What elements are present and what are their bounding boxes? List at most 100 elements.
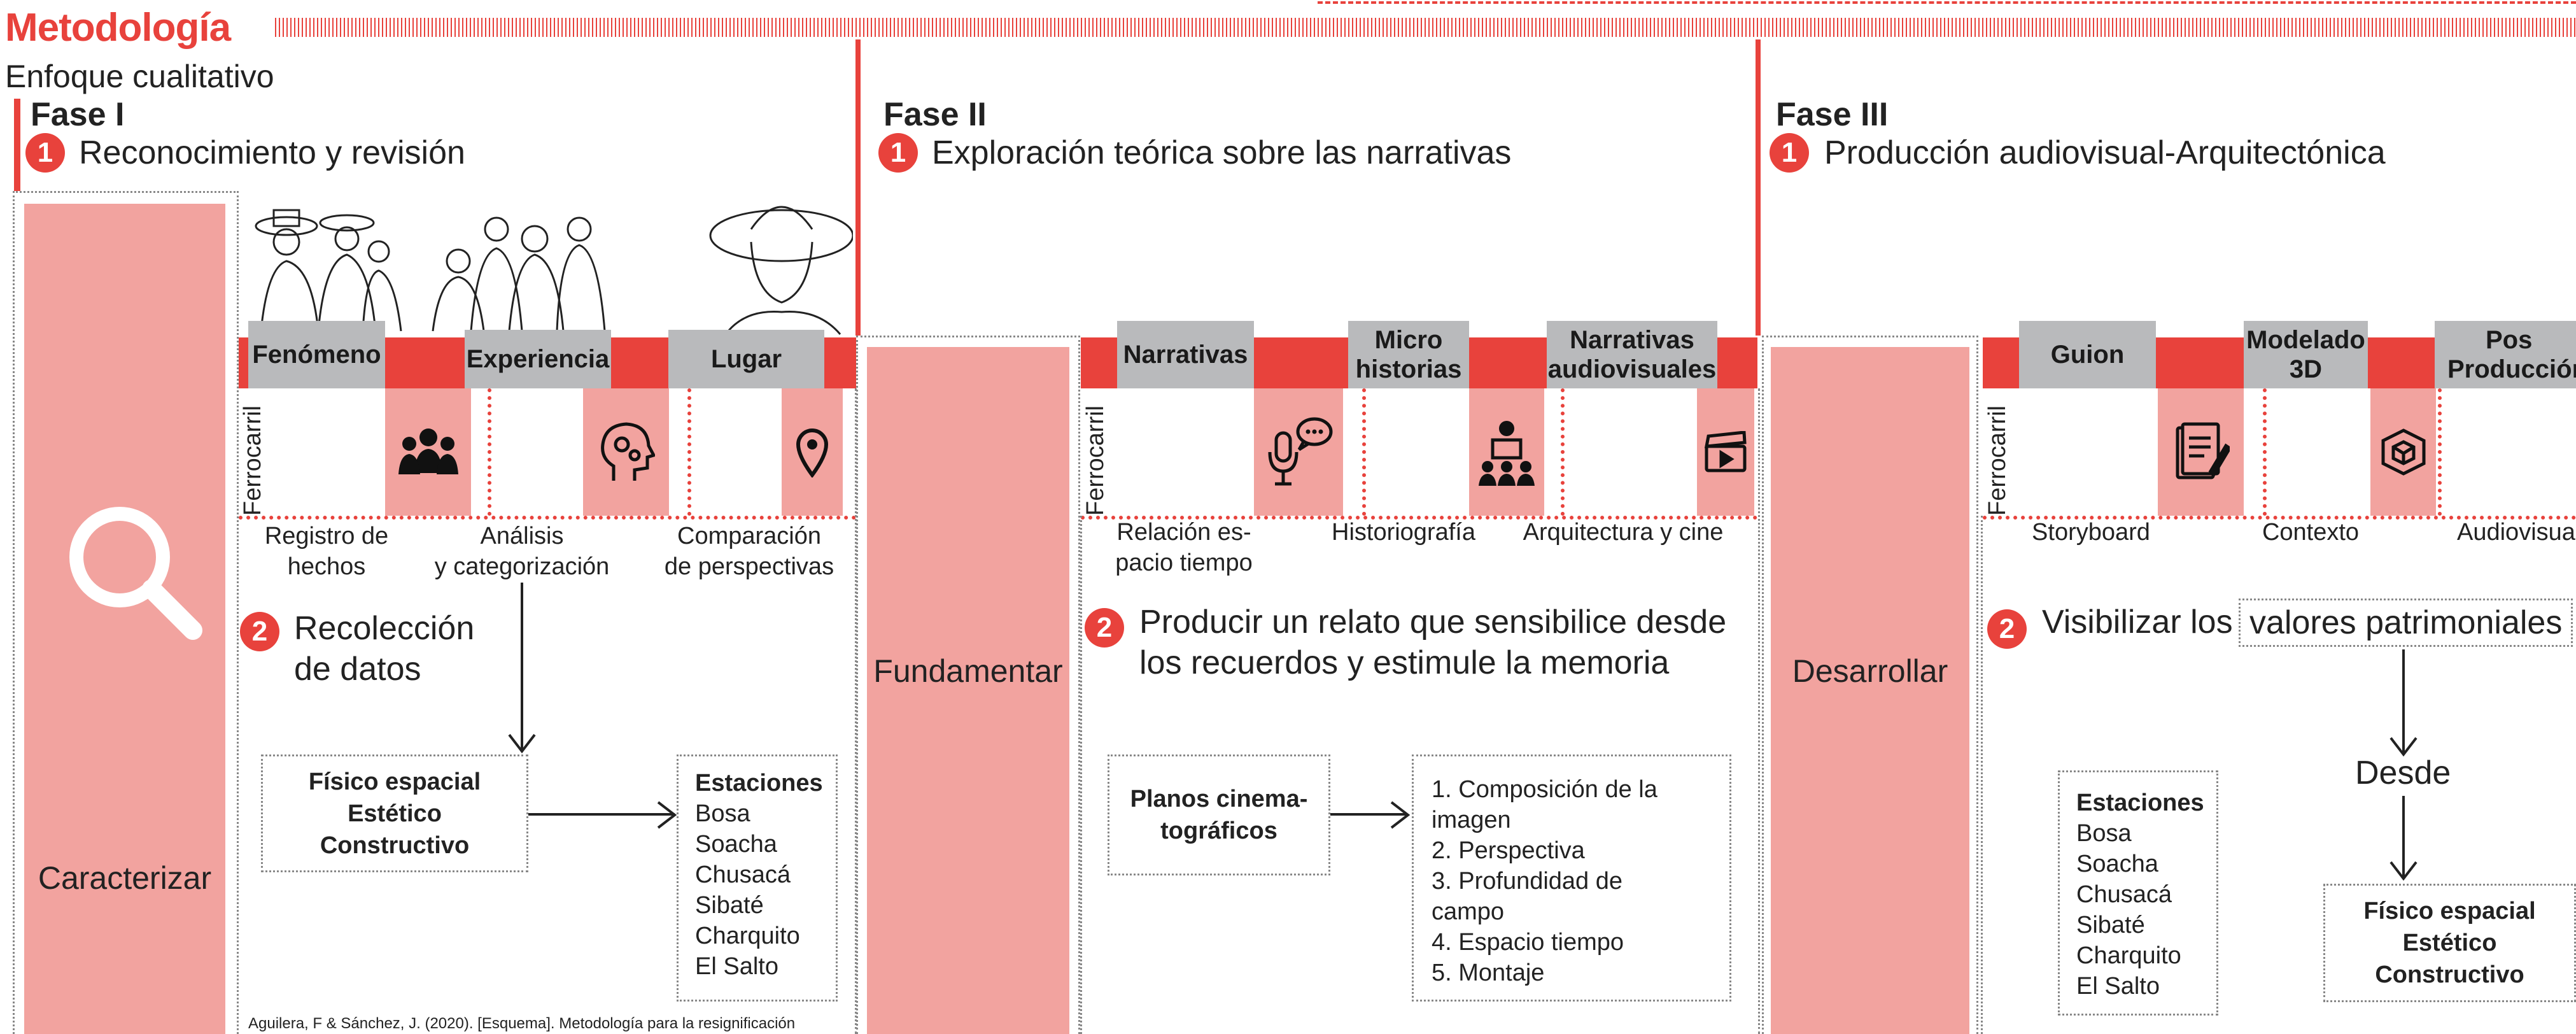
cat-line: Narrativas: [1123, 341, 1248, 369]
location-pin-icon: [796, 428, 829, 478]
phase3-label-audiovisual: Audiovisual: [2457, 519, 2576, 546]
step2-line: de datos: [294, 651, 421, 688]
list-item: Charquito: [2076, 942, 2181, 969]
phase2-bottom-dash: [1081, 516, 1757, 520]
phase3-step2-highlight: valores patrimoniales: [2239, 598, 2573, 647]
phase2-title: Fase II: [883, 96, 987, 133]
phase3-desde-label: Desde: [2355, 754, 2451, 791]
microphone-chat-icon: [1268, 417, 1333, 486]
step2-line: Recolección: [294, 610, 475, 647]
storyteller-audience-icon: [1479, 421, 1535, 486]
box-line: Constructivo: [320, 832, 470, 859]
box-line: tográficos: [1160, 818, 1277, 844]
arrow-down-icon: [2389, 737, 2418, 757]
cat-line: 3D: [2289, 355, 2323, 383]
label-line: de perspectivas: [664, 553, 834, 580]
page-title: Metodología: [5, 6, 231, 50]
phase2-cell-1: [1254, 388, 1343, 516]
phase2-step1-number: 1: [878, 133, 918, 173]
list-heading: Estaciones: [695, 770, 823, 797]
box-line: Constructivo: [2375, 961, 2524, 988]
box-line: Físico espacial: [2363, 898, 2536, 924]
phase1-arrow-right-line: [528, 813, 675, 816]
phase1-pillar-frame: [13, 191, 239, 1034]
phase3-pillar-frame: [1762, 336, 1978, 1034]
phase1-cell-1: [385, 388, 471, 516]
phase3-cell-2: [2370, 388, 2436, 516]
label-line: hechos: [287, 553, 366, 580]
cat-line: Narrativas: [1570, 326, 1694, 354]
cat-line: Guion: [2050, 341, 2125, 369]
list-item: Soacha: [695, 831, 777, 858]
phase3-category-guion: Guion: [2019, 321, 2156, 388]
phase2-rotated-label: Ferrocarril: [1082, 405, 1109, 516]
label-line: Análisis: [480, 523, 564, 549]
phase1-divider-dash-2: [687, 388, 691, 516]
phase1-divider-dash-1: [488, 388, 491, 516]
phase3-rotated-label: Ferrocarril: [1984, 405, 2011, 516]
label-line: Relación es-: [1116, 519, 1251, 546]
cat-line: Micro: [1374, 326, 1443, 354]
list-item: 3. Profundidad de: [1432, 868, 1623, 895]
phase3-divider-dash-1: [2263, 388, 2267, 516]
step2-line: los recuerdos y estimule la memoria: [1139, 644, 1670, 681]
list-item: 5. Montaje: [1432, 960, 1545, 986]
script-pencil-icon: [2176, 422, 2230, 479]
list-item: campo: [1432, 898, 1505, 925]
cat-line: audiovisuales: [1547, 355, 1717, 383]
phase3-arrow-down-line-1: [2402, 649, 2405, 754]
arrow-down-icon: [2389, 861, 2418, 881]
label-line: Historiografía: [1332, 519, 1475, 546]
phase2-pillar-frame: [856, 336, 1080, 1034]
phase1-title: Fase I: [31, 96, 125, 133]
phase1-pillar-label: Caracterizar: [38, 860, 212, 896]
label-line: Registro de: [264, 523, 389, 549]
source-caption: Aguilera, F & Sánchez, J. (2020). [Esque…: [248, 1015, 796, 1032]
phase2-box-planos: Planos cinema-tográficos: [1108, 754, 1330, 875]
clapperboard-icon: [1704, 431, 1747, 472]
phase2-step2-text: Producir un relato que sensibilice desde…: [1139, 602, 1726, 683]
page-subtitle: Enfoque cualitativo: [5, 59, 274, 94]
cat-line: Modelado: [2246, 326, 2365, 354]
phase1-category-lugar: Lugar: [668, 330, 824, 388]
phase3-step2-number: 2: [1987, 609, 2027, 649]
phase2-divider: [1756, 39, 1761, 336]
step2-line: Producir un relato que sensibilice desde: [1139, 604, 1727, 641]
phase2-category-narrativas: Narrativas: [1117, 321, 1254, 388]
phase2-pillar: Fundamentar: [867, 347, 1069, 1034]
phase1-cell-3: [782, 388, 843, 516]
label-line: Arquitectura y cine: [1523, 519, 1724, 546]
phase3-label-contexto: Contexto: [2262, 519, 2360, 546]
list-item: Soacha: [2076, 851, 2158, 877]
title-hatch-decoration: [275, 18, 2576, 37]
cat-line: Pos: [2486, 326, 2533, 354]
list-item: El Salto: [2076, 973, 2160, 1000]
phase3-box-estaciones: Estaciones Bosa Soacha Chusacá Sibaté Ch…: [2058, 770, 2218, 1016]
phase2-cell-2: [1469, 388, 1544, 516]
phase3-step1-text: Producción audiovisual-Arquitectónica: [1824, 134, 2386, 171]
phase2-divider-dash-2: [1561, 388, 1565, 516]
list-item: Chusacá: [695, 861, 791, 888]
phase3-frame-left: [1981, 516, 1983, 1034]
list-item: 2. Perspectiva: [1432, 837, 1585, 864]
phase1-accent-bar: [14, 99, 20, 191]
box-line: Estético: [348, 800, 442, 827]
phase2-step1-text: Exploración teórica sobre las narrativas: [932, 134, 1512, 171]
box-line: Físico espacial: [308, 768, 481, 795]
list-item: Sibaté: [695, 892, 764, 919]
phase2-label-relacion: Relación es-pacio tiempo: [1108, 517, 1260, 578]
head-gears-icon: [600, 422, 655, 481]
phase1-pillar: Caracterizar: [24, 204, 225, 1034]
3d-cube-icon: [2381, 428, 2425, 476]
list-item: imagen: [1432, 807, 1511, 833]
phase1-step1-text: Reconocimiento y revisión: [79, 134, 465, 171]
cat-line: historias: [1355, 355, 1462, 383]
list-item: Bosa: [695, 800, 750, 827]
phase1-bottom-dash: [239, 516, 856, 520]
list-item: El Salto: [695, 953, 778, 980]
